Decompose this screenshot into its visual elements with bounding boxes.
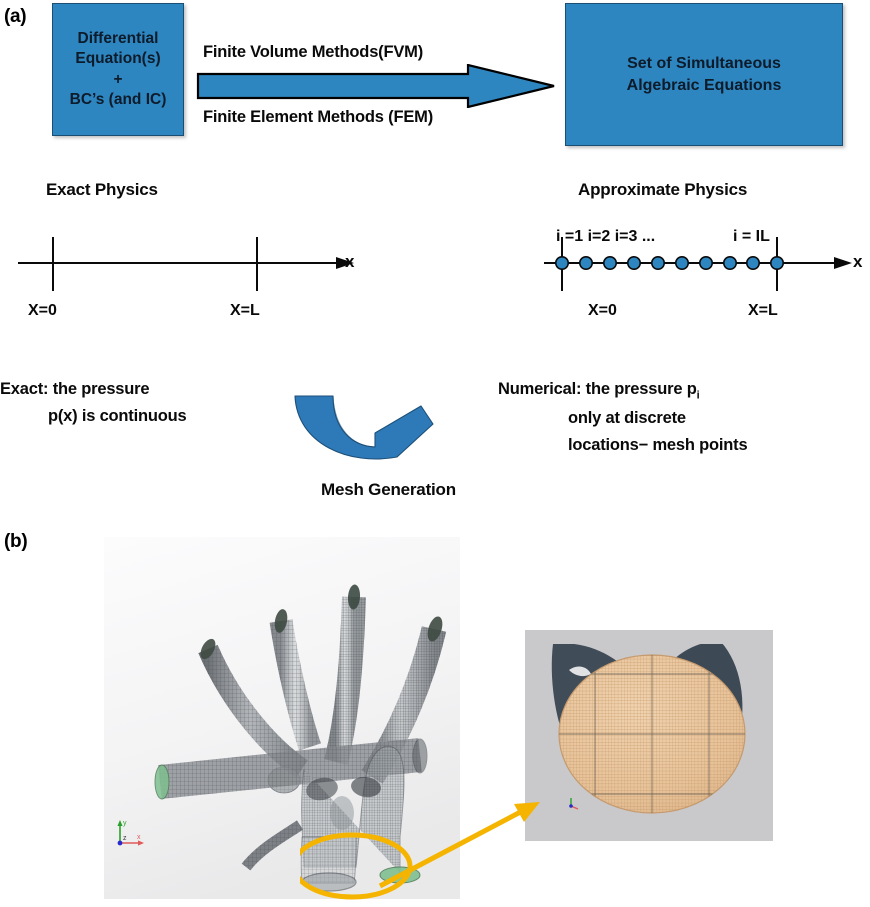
meshed-section — [558, 654, 746, 814]
axis-triad-icon: y x z — [117, 820, 144, 846]
numerical-desc-line-1: Numerical: the pressure pi — [498, 376, 870, 405]
right-arrow-icon — [196, 63, 555, 109]
inset-axis-triad-icon — [569, 798, 579, 810]
numerical-subscript-i: i — [696, 389, 700, 402]
exact-number-line — [18, 237, 354, 291]
exact-description: Exact: the pressure p(x) is continuous — [0, 376, 300, 429]
panel-a-label: (a) — [4, 6, 27, 27]
mesh-index-labels-left: i =1 i=2 i=3 ... — [556, 228, 656, 245]
box-left-line-2: Equation(s) — [75, 50, 161, 68]
fvm-label: Finite Volume Methods(FVM) — [203, 43, 423, 61]
box-right-line-1: Set of Simultaneous — [627, 55, 781, 73]
approximate-axis-variable: x — [853, 252, 863, 271]
approximate-physics-heading: Approximate Physics — [578, 180, 748, 199]
mesh-point-group — [555, 255, 785, 270]
numerical-desc-line-2: only at discrete — [568, 409, 686, 428]
box-left-line-4: BC’s (and IC) — [69, 90, 167, 108]
approximate-tick-right: X=L — [748, 302, 778, 319]
svg-text:z: z — [123, 835, 127, 842]
exact-desc-line-1: Exact: the pressure — [0, 380, 150, 398]
fem-label: Finite Element Methods (FEM) — [203, 108, 433, 126]
cross-section-mesh-render — [525, 630, 773, 841]
exact-physics-heading: Exact Physics — [46, 180, 158, 199]
box-left-line-1: Differential — [77, 29, 159, 47]
cross-section-svg — [525, 630, 773, 841]
exact-axis-variable: x — [345, 252, 355, 271]
differential-equations-box: Differential Equation(s) + BC’s (and IC) — [52, 3, 184, 136]
numerical-desc-line-1-text: Numerical: the pressure p — [498, 380, 697, 398]
box-left-line-3: + — [113, 70, 123, 88]
numerical-description: Numerical: the pressure pi only at discr… — [498, 376, 870, 459]
approximate-number-line — [544, 237, 852, 291]
exact-tick-right: X=L — [230, 302, 260, 319]
algebraic-equations-box: Set of Simultaneous Algebraic Equations — [565, 3, 843, 146]
curved-up-arrow-icon — [294, 395, 434, 460]
mesh-generation-label: Mesh Generation — [321, 480, 456, 499]
exact-tick-left: X=0 — [28, 302, 57, 319]
lower-left-branch — [241, 820, 304, 871]
exact-desc-line-2: p(x) is continuous — [48, 406, 187, 425]
numerical-desc-line-3: locations− mesh points — [568, 435, 748, 454]
svg-text:y: y — [123, 820, 127, 827]
approximate-tick-left: X=0 — [588, 302, 617, 319]
svg-text:x: x — [137, 834, 141, 841]
box-right-line-2: Algebraic Equations — [626, 76, 782, 94]
aorta-volume-mesh-render: y x z — [104, 537, 460, 899]
mesh-index-label-right: i = IL — [733, 228, 770, 245]
aorta-mesh-svg: y x z — [104, 537, 460, 899]
panel-b-label: (b) — [4, 531, 28, 552]
transform-arrow — [196, 63, 556, 109]
mesh-generation-arrow — [293, 394, 453, 464]
